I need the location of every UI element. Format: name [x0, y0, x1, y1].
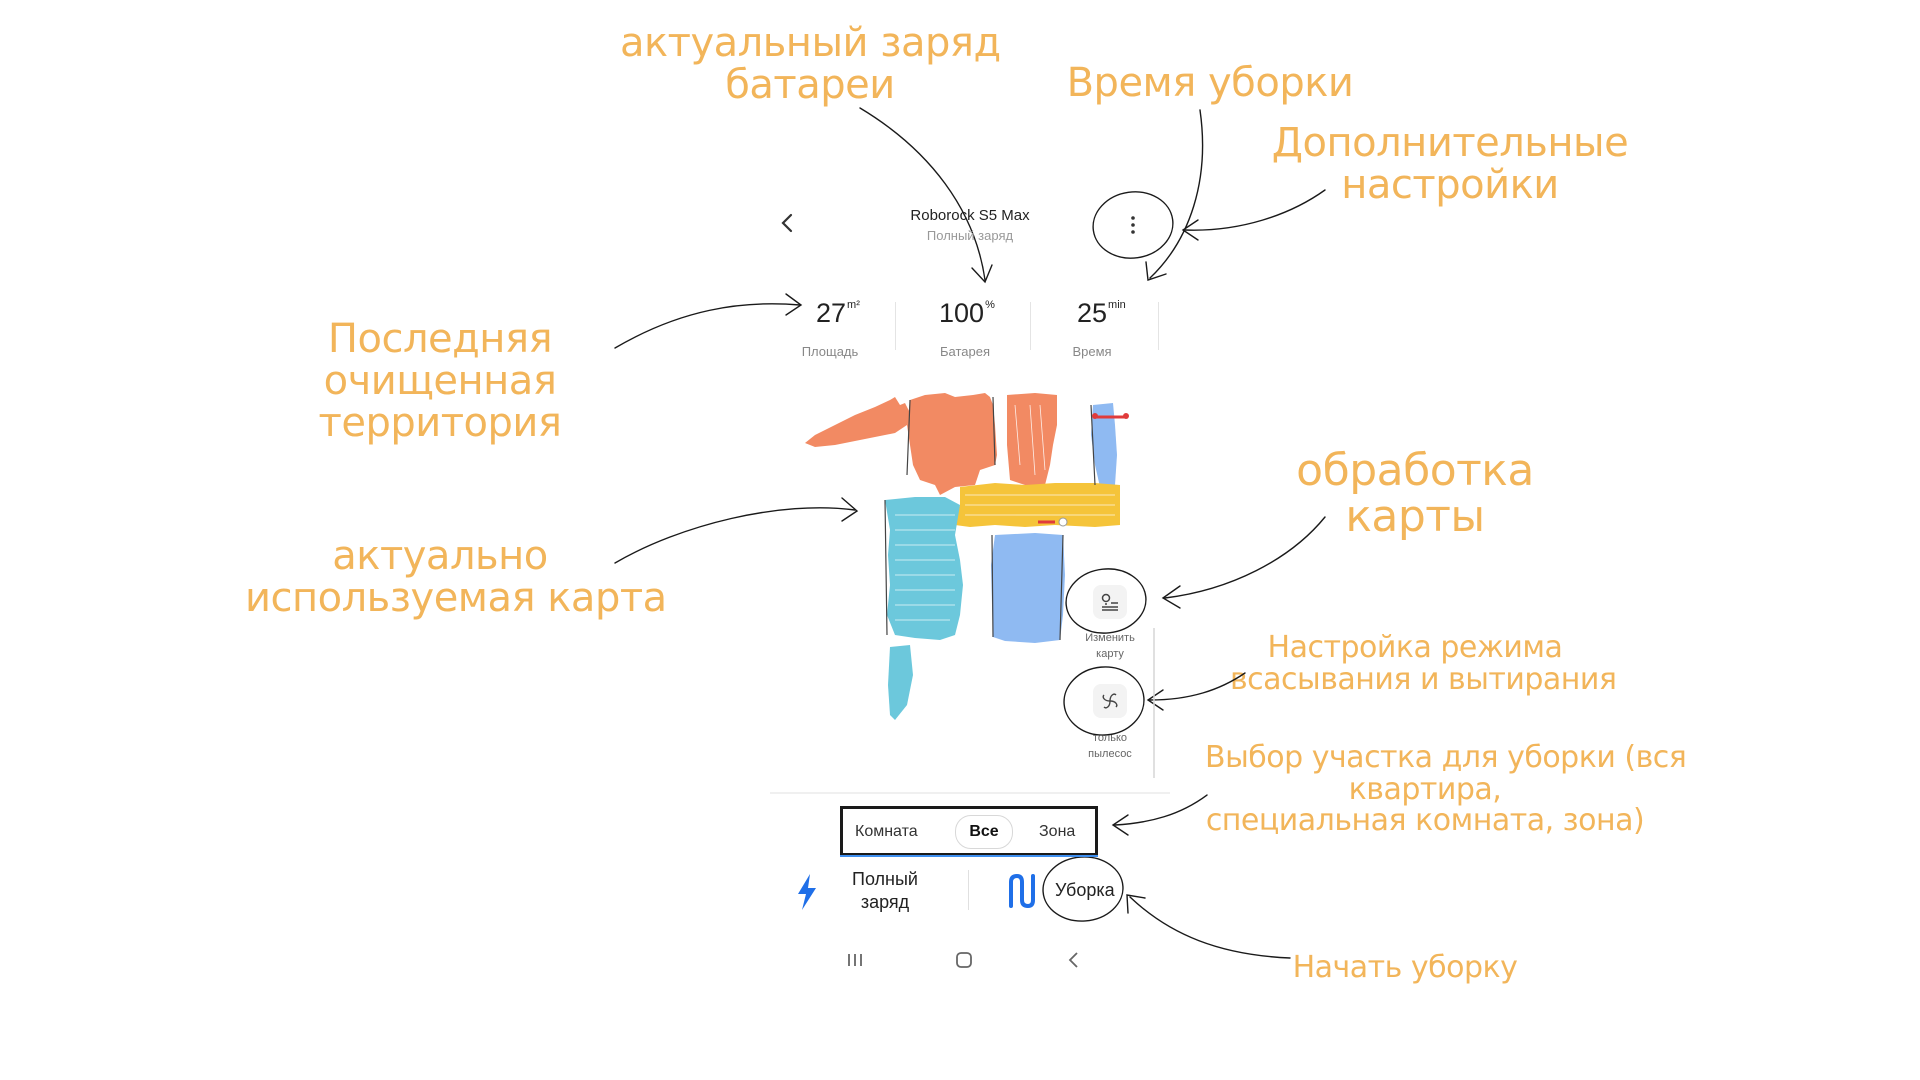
- map-point-icon: [1092, 413, 1098, 419]
- annotation-start-clean: Начать уборку: [1292, 950, 1518, 985]
- home-button[interactable]: [954, 950, 974, 970]
- stat-area-value: 27m²: [816, 298, 860, 329]
- stat-divider: [1158, 302, 1159, 350]
- charge-label-line1: Полный: [852, 869, 918, 889]
- annotation-current-map-line2: используемая карта: [245, 575, 667, 621]
- annotation-map-edit-line1: обработка: [1296, 445, 1534, 496]
- recents-icon: [848, 954, 862, 966]
- annotation-last-area-line2: очищенная: [323, 358, 557, 404]
- annotation-current-map: актуально используемая карта: [245, 533, 667, 621]
- annotation-battery: актуальный заряд батареи: [620, 20, 1001, 108]
- segment-zone[interactable]: Зона: [1039, 823, 1076, 840]
- annotation-last-area: Последняя очищенная территория: [290, 318, 590, 444]
- back-button[interactable]: [778, 208, 802, 238]
- stat-area-unit: m²: [847, 299, 860, 311]
- annotation-zone-select-line3: специальная комната, зона): [1205, 803, 1645, 838]
- system-back-button[interactable]: [1064, 950, 1084, 970]
- edit-map-icon-bg: [1093, 585, 1127, 619]
- map-room-cyan: [885, 497, 963, 640]
- suction-mode-label-line1: только: [1093, 732, 1127, 744]
- stat-divider: [1030, 302, 1031, 350]
- stat-time-value: 25min: [1077, 298, 1126, 329]
- annotation-battery-line1: актуальный заряд: [620, 20, 1001, 66]
- stat-area-label: Площадь: [801, 344, 859, 359]
- annotation-zone-select-line1: Выбор участка для уборки (вся: [1205, 740, 1687, 775]
- annotation-extra-settings: Дополнительные настройки: [1270, 122, 1630, 206]
- stat-time-number: 25: [1077, 298, 1108, 328]
- annotation-battery-line2: батареи: [725, 62, 895, 108]
- map-room-cyan-bottom: [888, 645, 913, 720]
- map-room-orange-left: [805, 397, 910, 447]
- stat-divider: [895, 302, 896, 350]
- charge-button[interactable]: Полный заряд: [790, 868, 940, 918]
- actions-divider: [968, 870, 969, 910]
- annotation-clean-time: Время уборки: [1066, 60, 1354, 106]
- stat-battery-number: 100: [939, 298, 985, 328]
- device-status: Полный заряд: [926, 228, 1014, 243]
- map-room-blue-large: [991, 533, 1065, 643]
- stat-battery-label: Батарея: [939, 344, 990, 359]
- stat-area-number: 27: [816, 298, 847, 328]
- suction-mode-icon-bg: [1093, 684, 1127, 718]
- stat-battery-value: 100%: [939, 298, 995, 329]
- home-icon: [956, 952, 972, 968]
- edit-map-button[interactable]: Изменить карту: [1080, 585, 1140, 660]
- robot-position-icon: [1058, 517, 1068, 527]
- arrow-zone-select: [1114, 794, 1208, 826]
- edit-map-label-line2: карту: [1096, 647, 1124, 660]
- annotation-map-edit: обработка карты: [1290, 445, 1540, 543]
- map-room-orange-right: [1007, 393, 1057, 485]
- system-back-icon: [1068, 952, 1078, 968]
- map-bottom-divider: [770, 792, 1170, 794]
- suction-mode-label-line2: пылесос: [1088, 747, 1132, 760]
- clean-label: Уборка: [1055, 880, 1115, 900]
- annotation-zone-select: Выбор участка для уборки (вся квартира, …: [1205, 740, 1687, 838]
- annotation-current-map-line1: актуально: [332, 533, 548, 579]
- more-menu-button[interactable]: [1124, 212, 1142, 238]
- clean-button[interactable]: Уборка: [1005, 868, 1135, 918]
- charge-label: Полный заряд: [835, 868, 935, 913]
- cleaning-area-selector[interactable]: Комната Все Зона: [840, 806, 1098, 857]
- edit-map-label: Изменить карту: [1070, 631, 1150, 663]
- annotation-extra-settings-line1: Дополнительные: [1271, 120, 1629, 166]
- stat-time-label: Время: [1072, 344, 1112, 359]
- segment-all[interactable]: Все: [955, 815, 1013, 849]
- annotation-suction-mode: Настройка режима всасывания и вытирания: [1230, 630, 1617, 697]
- device-title: Roborock S5 Max: [910, 207, 1030, 224]
- suction-mode-label: только пылесос: [1070, 731, 1150, 763]
- chevron-left-icon: [781, 213, 793, 233]
- arrow-battery: [859, 107, 986, 281]
- more-vertical-icon: [1131, 216, 1135, 234]
- annotation-suction-mode-line1: Настройка режима: [1267, 630, 1563, 665]
- annotation-last-area-line3: территория: [318, 400, 562, 446]
- annotation-zone-select-line2: квартира,: [1348, 771, 1502, 807]
- fan-icon: [1102, 693, 1118, 709]
- wave-path-icon: [1009, 873, 1035, 909]
- arrow-last-area: [614, 303, 801, 349]
- arrow-clean-time: [1149, 109, 1204, 279]
- annotation-extra-settings-line2: настройки: [1341, 162, 1559, 208]
- map-pin-list-icon: [1101, 593, 1118, 611]
- charge-label-line2: заряд: [860, 891, 910, 912]
- annotation-suction-mode-line2: всасывания и вытирания: [1230, 661, 1617, 697]
- stat-time-unit: min: [1108, 299, 1126, 311]
- annotation-last-area-line1: Последняя: [327, 316, 553, 362]
- recents-button[interactable]: [845, 950, 865, 970]
- arrow-start-clean: [1129, 896, 1291, 959]
- map-room-blue-small: [1091, 403, 1117, 487]
- suction-mode-button[interactable]: только пылесос: [1080, 684, 1140, 764]
- segment-room[interactable]: Комната: [855, 823, 918, 840]
- map-room-orange-main: [907, 393, 997, 495]
- stat-battery-unit: %: [985, 299, 995, 311]
- annotation-map-edit-line2: карты: [1345, 491, 1485, 543]
- selector-underline: [840, 855, 1098, 857]
- edit-map-label-line1: Изменить: [1085, 632, 1135, 644]
- cleaning-map[interactable]: [795, 385, 1140, 745]
- lightning-icon: [798, 874, 816, 910]
